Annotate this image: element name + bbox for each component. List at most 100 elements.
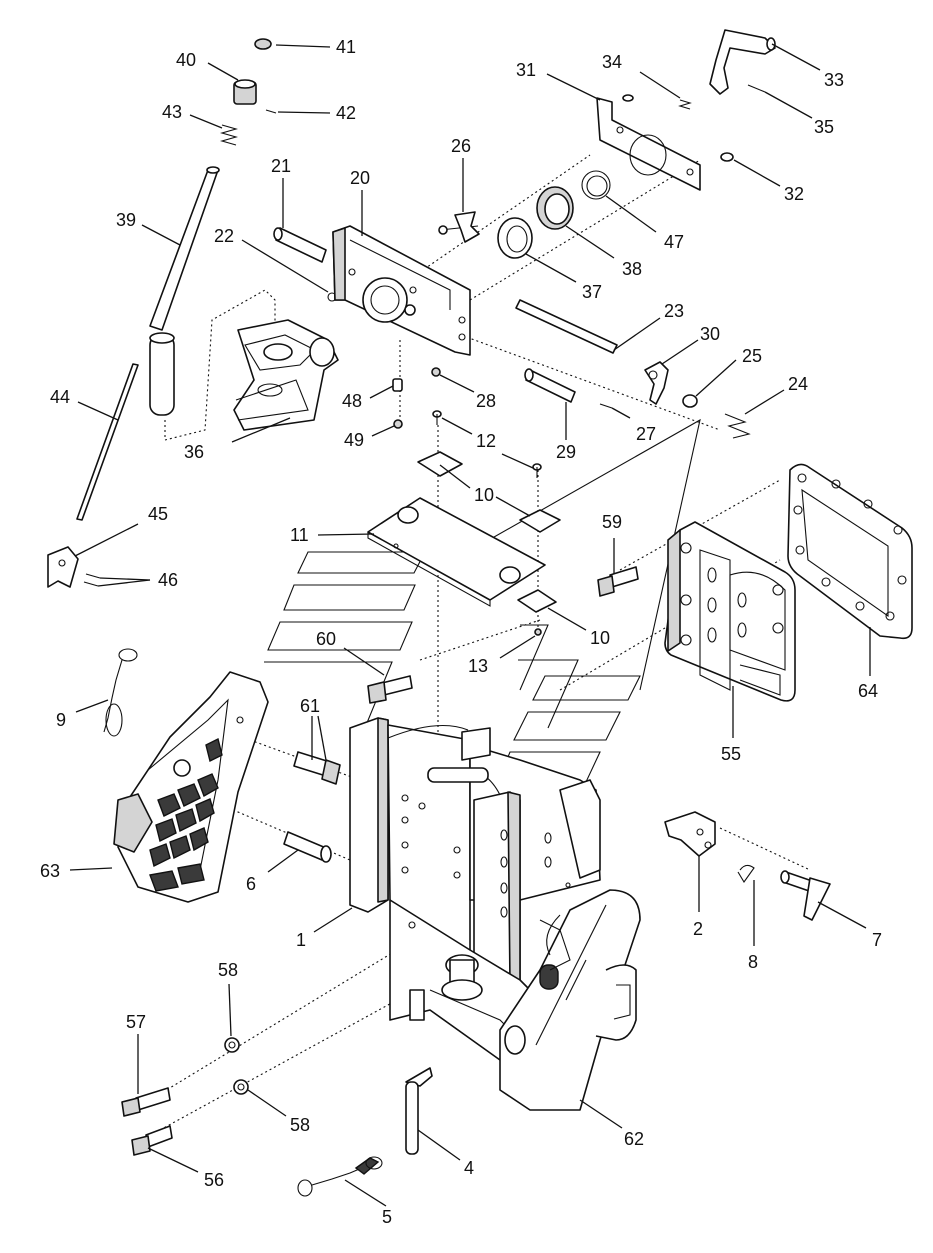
callout-6: 6 <box>246 874 256 894</box>
callout-20: 20 <box>350 168 370 188</box>
part-29-pin <box>524 368 576 403</box>
part-44-rod <box>76 363 139 521</box>
part-55-mount-plate <box>664 521 796 702</box>
callout-38: 38 <box>622 259 642 279</box>
callout-56: 56 <box>204 1170 224 1190</box>
part-63-ribbed-cover <box>113 671 269 903</box>
callout-12: 12 <box>476 431 496 451</box>
part-57-bolt <box>121 1087 171 1117</box>
callout-1: 1 <box>296 930 306 950</box>
part-38-ring <box>536 186 574 230</box>
part-4-pin <box>405 1067 433 1155</box>
callout-59: 59 <box>602 512 622 532</box>
callout-10-lower: 10 <box>590 628 610 648</box>
part-21-pin <box>273 227 327 263</box>
part-25-washer <box>682 394 698 408</box>
part-41-plug <box>254 38 272 50</box>
part-32-screw <box>720 152 734 162</box>
part-23-shaft <box>515 299 618 354</box>
part-46-pins <box>83 573 101 587</box>
part-62-large-cover <box>499 889 641 1111</box>
callout-43: 43 <box>162 102 182 122</box>
part-60-bolt <box>367 675 413 704</box>
callout-58-lower: 58 <box>290 1115 310 1135</box>
callout-39: 39 <box>116 210 136 230</box>
callout-37: 37 <box>582 282 602 302</box>
part-43-spring <box>219 124 239 146</box>
callout-49: 49 <box>344 430 364 450</box>
callout-26: 26 <box>451 136 471 156</box>
callout-11: 11 <box>290 525 309 545</box>
callout-30: 30 <box>700 324 720 344</box>
callout-48: 48 <box>342 391 362 411</box>
callout-62: 62 <box>624 1129 644 1149</box>
part-61-bolt <box>293 751 341 785</box>
part-screw-31 <box>622 94 634 102</box>
part-26-valve <box>438 211 480 243</box>
callout-9: 9 <box>56 710 66 730</box>
part-64-gasket <box>787 463 913 640</box>
callout-63: 63 <box>40 861 60 881</box>
callout-31: 31 <box>516 60 536 80</box>
callout-36: 36 <box>184 442 204 462</box>
callout-60: 60 <box>316 629 336 649</box>
callout-7: 7 <box>872 930 882 950</box>
part-37-ring <box>497 217 533 259</box>
callout-5: 5 <box>382 1207 392 1227</box>
callout-29: 29 <box>556 442 576 462</box>
callout-8: 8 <box>748 952 758 972</box>
callout-45: 45 <box>148 504 168 524</box>
callout-57: 57 <box>126 1012 146 1032</box>
callout-28: 28 <box>476 391 496 411</box>
part-42-pin <box>265 109 277 114</box>
part-28-nut <box>431 367 441 377</box>
part-35-pin <box>747 84 766 93</box>
part-45-bracket <box>47 546 79 588</box>
callout-layer: 41 40 42 43 31 34 33 35 32 26 21 20 39 2… <box>40 37 882 1227</box>
callout-46: 46 <box>158 570 178 590</box>
callout-35: 35 <box>814 117 834 137</box>
part-12-bolts <box>432 410 542 478</box>
part-31-plate <box>596 97 701 191</box>
callout-58-upper: 58 <box>218 960 238 980</box>
callout-22: 22 <box>214 226 234 246</box>
callout-47: 47 <box>664 232 684 252</box>
callout-10-upper: 10 <box>474 485 494 505</box>
part-34-spring <box>678 99 692 110</box>
callout-32: 32 <box>784 184 804 204</box>
callout-40: 40 <box>176 50 196 70</box>
part-39-lever <box>149 166 220 416</box>
callout-64: 64 <box>858 681 878 701</box>
callout-13: 13 <box>468 656 488 676</box>
callout-27: 27 <box>636 424 656 444</box>
part-1-main-frame <box>349 717 601 1061</box>
part-59-bolt <box>597 566 639 597</box>
part-13-nut <box>534 628 542 636</box>
part-27-pin <box>599 403 613 409</box>
callout-44: 44 <box>50 387 70 407</box>
part-24-spring <box>724 413 751 439</box>
callout-34: 34 <box>602 52 622 72</box>
part-33-handle <box>709 29 776 95</box>
part-47-ring <box>581 170 611 200</box>
callout-25: 25 <box>742 346 762 366</box>
callout-23: 23 <box>664 301 684 321</box>
part-58-washer-upper <box>224 1037 240 1053</box>
callout-61: 61 <box>300 696 320 716</box>
part-48-sleeve <box>392 378 403 392</box>
part-30-latch <box>644 361 669 405</box>
callout-2: 2 <box>693 919 703 939</box>
part-49-nut <box>393 419 403 429</box>
part-7-pin <box>780 870 831 921</box>
callout-33: 33 <box>824 70 844 90</box>
callout-21: 21 <box>271 156 291 176</box>
callout-42: 42 <box>336 103 356 123</box>
part-40-fitting <box>233 79 257 105</box>
part-11-plate <box>367 497 546 607</box>
part-5-chain-pin <box>297 1156 383 1197</box>
part-6-pin <box>283 831 332 863</box>
part-9-chain-pin <box>103 648 138 737</box>
part-2-bracket <box>664 811 716 857</box>
part-20-bracket-plate <box>332 225 471 356</box>
